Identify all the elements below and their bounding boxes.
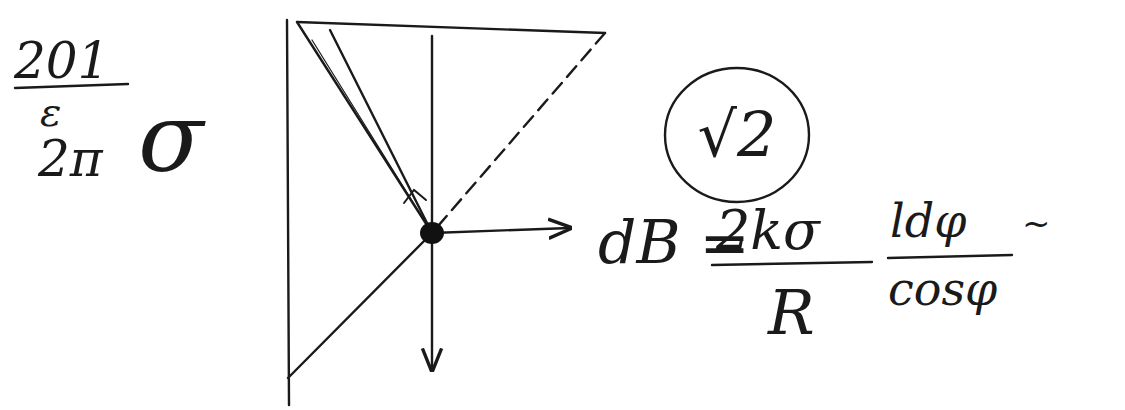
left-edge [297,22,432,233]
node-text: √2 [698,104,777,166]
dashed-edge [432,33,605,233]
formula-text: 201 [14,36,109,86]
right-angle-mark [404,190,426,203]
lower-line [288,233,432,378]
element-strip [330,30,432,233]
circled-note: √2 [662,65,812,205]
formula-text: R [768,282,815,344]
fraction-bar [888,255,1012,258]
formula-text: 2π [38,134,103,184]
field-arrow [432,228,570,233]
element-strip [312,40,432,233]
formula-text: ~ [1022,206,1051,240]
formula-text: cosφ [888,266,997,312]
point-charge [420,222,444,244]
formula-text: 2kσ [716,204,820,258]
formula-text: ldφ [890,198,966,244]
vertical-wire [287,20,289,405]
vertical-axis [431,36,433,370]
top-edge [297,22,605,33]
formula-text: ε [40,92,61,132]
charge-density-symbol: σ [138,90,204,186]
